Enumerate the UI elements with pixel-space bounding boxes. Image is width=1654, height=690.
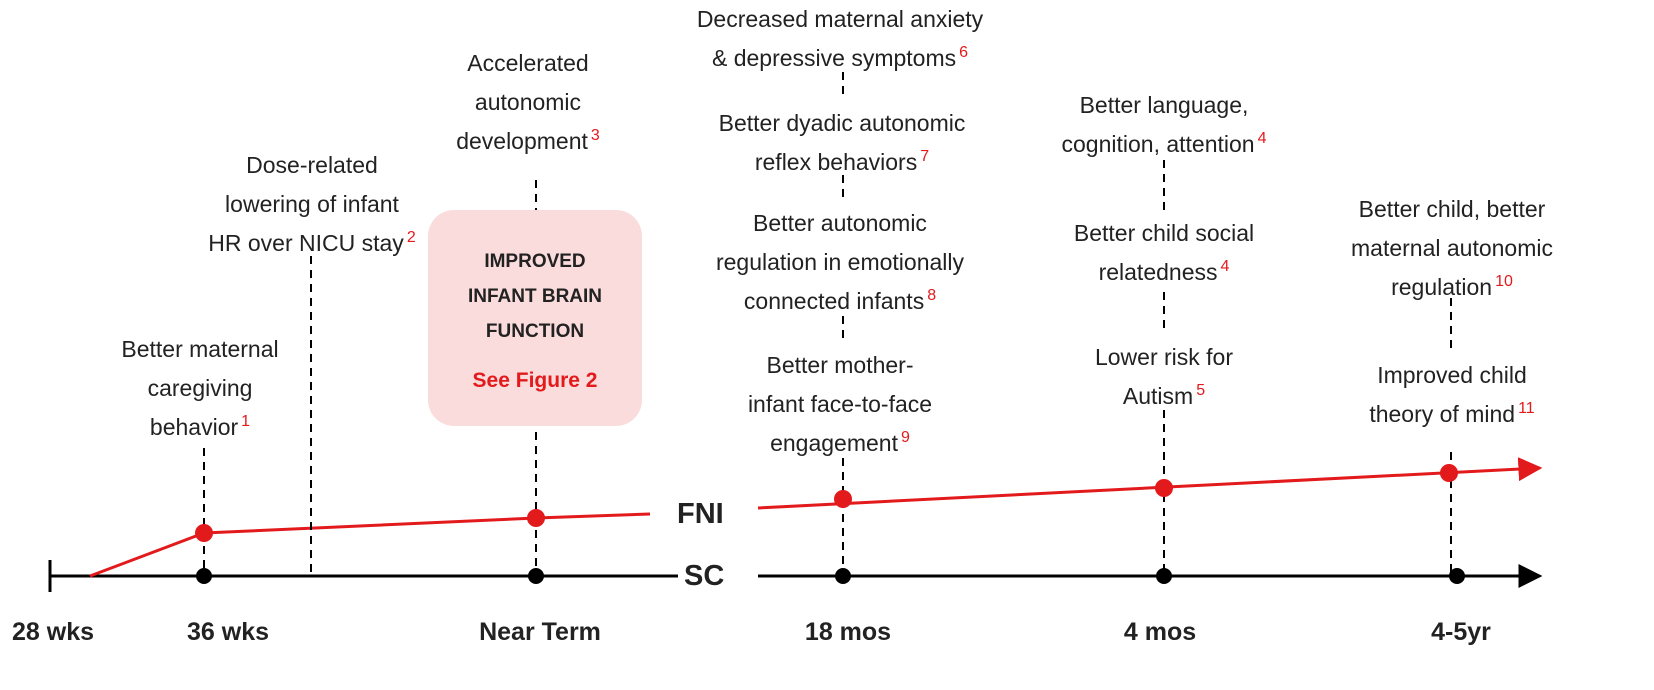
outcome-text-line: caregiving bbox=[147, 375, 253, 401]
citation-number: 4 bbox=[1220, 258, 1230, 276]
outcome-text-line: Better dyadic autonomic bbox=[718, 110, 966, 136]
outcome-label: Better autonomic regulation in emotionall… bbox=[716, 204, 964, 321]
citation-number: 7 bbox=[920, 148, 930, 166]
fni-marker-4mos bbox=[1155, 479, 1173, 497]
fni-marker-nearterm bbox=[527, 509, 545, 527]
callout-line-1: IMPROVED bbox=[484, 251, 586, 272]
outcome-label: Decreased maternal anxiety & depressive s… bbox=[697, 0, 983, 78]
citation-number: 6 bbox=[959, 44, 969, 62]
outcome-text-line: autonomic bbox=[474, 89, 582, 115]
axis-tick-label: 4-5yr bbox=[1431, 618, 1491, 646]
axis-tick-label: 4 mos bbox=[1123, 618, 1197, 646]
outcome-text-line: Decreased maternal anxiety bbox=[696, 6, 984, 32]
sc-marker-4mos bbox=[1156, 568, 1172, 584]
outcome-text-line: Lower risk for bbox=[1094, 344, 1234, 370]
sc-series-label: SC bbox=[684, 560, 725, 592]
citation-number: 4 bbox=[1257, 130, 1267, 148]
citation-number: 11 bbox=[1518, 400, 1535, 418]
sc-marker-18mos bbox=[835, 568, 851, 584]
callout-line-2: INFANT BRAIN bbox=[467, 286, 603, 307]
citation-number: 8 bbox=[927, 287, 937, 305]
outcome-text-line: lowering of infant bbox=[225, 191, 399, 217]
outcome-text-line: infant face-to-face bbox=[747, 391, 933, 417]
citation-number: 3 bbox=[590, 127, 600, 145]
axis-tick-label: Near Term bbox=[479, 618, 601, 646]
outcome-text-line: Better maternal bbox=[121, 336, 279, 362]
citation-number: 10 bbox=[1495, 273, 1513, 291]
outcome-text-line: Better child social bbox=[1073, 220, 1255, 246]
fni-series-label: FNI bbox=[677, 498, 724, 530]
outcome-text-line: Better mother- bbox=[766, 352, 914, 378]
citation-number: 1 bbox=[241, 413, 251, 431]
fni-line-left bbox=[89, 512, 651, 578]
outcome-label: Dose-related lowering of infant HR over NI… bbox=[208, 146, 415, 263]
outcome-text-line: regulation in emotionally bbox=[715, 249, 965, 275]
outcome-text-line: maternal autonomic bbox=[1351, 235, 1553, 261]
sc-marker-45yr bbox=[1449, 568, 1465, 584]
axis-tick-label: 28 wks bbox=[12, 618, 95, 646]
axis-tick-label: 18 mos bbox=[804, 618, 892, 646]
citation-number: 5 bbox=[1196, 382, 1206, 400]
fni-line-right bbox=[757, 457, 1543, 510]
outcome-text-line: Better language, bbox=[1079, 92, 1249, 118]
fni-marker-18mos bbox=[834, 490, 852, 508]
outcome-text-line: Better autonomic bbox=[753, 210, 927, 236]
improved-brain-function-callout: IMPROVED INFANT BRAIN FUNCTION See Figur… bbox=[428, 210, 642, 426]
outcome-text-line: Accelerated bbox=[467, 50, 589, 76]
citation-number: 2 bbox=[406, 229, 416, 247]
outcome-text-line: Better child, better bbox=[1358, 196, 1546, 222]
fni-marker-45yr bbox=[1440, 464, 1458, 482]
outcome-text-line: Improved child bbox=[1377, 362, 1527, 388]
sc-marker-nearterm bbox=[528, 568, 544, 584]
fni-marker-36wks bbox=[195, 524, 213, 542]
outcome-text-line: Dose-related bbox=[246, 152, 378, 178]
sc-marker-36wks bbox=[196, 568, 212, 584]
axis-tick-label: 36 wks bbox=[186, 618, 270, 646]
see-figure-2-link[interactable]: See Figure 2 bbox=[472, 369, 598, 392]
callout-line-3: FUNCTION bbox=[485, 321, 585, 342]
outcome-label: Better mother-infant face-to-face engagem… bbox=[748, 346, 932, 463]
outcome-label: Better child, better maternal autonomic re… bbox=[1351, 190, 1553, 307]
citation-number: 9 bbox=[900, 429, 910, 447]
